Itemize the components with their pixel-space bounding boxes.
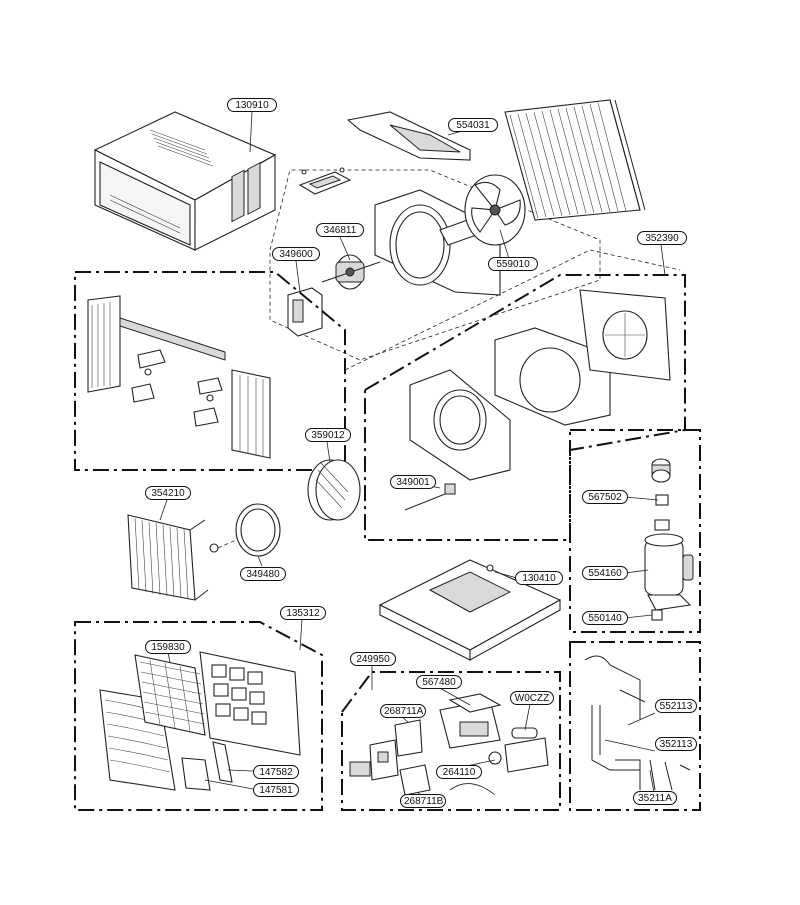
bracket-554031 xyxy=(346,111,471,161)
blower-wheel-part xyxy=(307,459,361,521)
coil-354210 xyxy=(127,514,219,601)
part-label-268711B: 268711B xyxy=(400,794,446,808)
part-label-249950: 249950 xyxy=(350,652,396,666)
part-label-346811: 346811 xyxy=(316,223,364,237)
cabinet-part xyxy=(93,111,277,251)
side-panel-group-outline xyxy=(74,271,346,471)
motor-group-outline xyxy=(269,169,601,361)
part-label-552113: 552113 xyxy=(655,699,697,713)
compressor-group-outline xyxy=(569,429,701,633)
part-label-567502: 567502 xyxy=(582,490,628,504)
part-label-268711A: 268711A xyxy=(380,704,426,718)
part-label-349480: 349480 xyxy=(240,567,286,581)
part-label-147582: 147582 xyxy=(253,765,299,779)
part-label-349001: 349001 xyxy=(390,475,436,489)
part-label-352390: 352390 xyxy=(637,231,687,245)
part-label-130910: 130910 xyxy=(227,98,277,112)
part-label-135312: 135312 xyxy=(280,606,326,620)
front-grille-part xyxy=(99,651,301,791)
compressor-part xyxy=(644,458,694,621)
part-label-354210: 354210 xyxy=(145,486,191,500)
fan-blade-part xyxy=(464,174,543,246)
part-label-W0CZZ: W0CZZ xyxy=(510,691,554,705)
part-label-550140: 550140 xyxy=(582,611,628,625)
part-label-559010: 559010 xyxy=(488,257,538,271)
motor-bracket-part xyxy=(287,287,323,337)
part-label-147581: 147581 xyxy=(253,783,299,797)
condenser-coil xyxy=(504,99,646,221)
fan-motor-part xyxy=(321,254,381,290)
side-panel-part xyxy=(87,295,271,459)
evaporator-group-outline xyxy=(364,274,686,541)
part-label-349600: 349600 xyxy=(272,247,320,261)
control-group-outline xyxy=(341,671,561,811)
piping-group-outline xyxy=(569,641,701,811)
ring-349480 xyxy=(217,503,281,557)
part-label-352113: 352113 xyxy=(655,737,697,751)
part-label-359012: 359012 xyxy=(305,428,351,442)
part-label-35211A: 35211A xyxy=(633,791,677,805)
part-label-554031: 554031 xyxy=(448,118,498,132)
evaporator-housing xyxy=(409,289,671,481)
base-pan-part xyxy=(378,559,562,661)
part-label-130410: 130410 xyxy=(515,571,563,585)
part-label-159830: 159830 xyxy=(145,640,191,654)
control-parts xyxy=(349,693,549,796)
part-label-264110: 264110 xyxy=(436,765,482,779)
rod-part xyxy=(404,483,456,511)
front-panel-group-outline xyxy=(74,621,323,811)
piping-parts xyxy=(584,655,691,791)
part-label-554160: 554160 xyxy=(582,566,628,580)
part-label-567480: 567480 xyxy=(416,675,462,689)
mount-bracket xyxy=(298,167,352,195)
